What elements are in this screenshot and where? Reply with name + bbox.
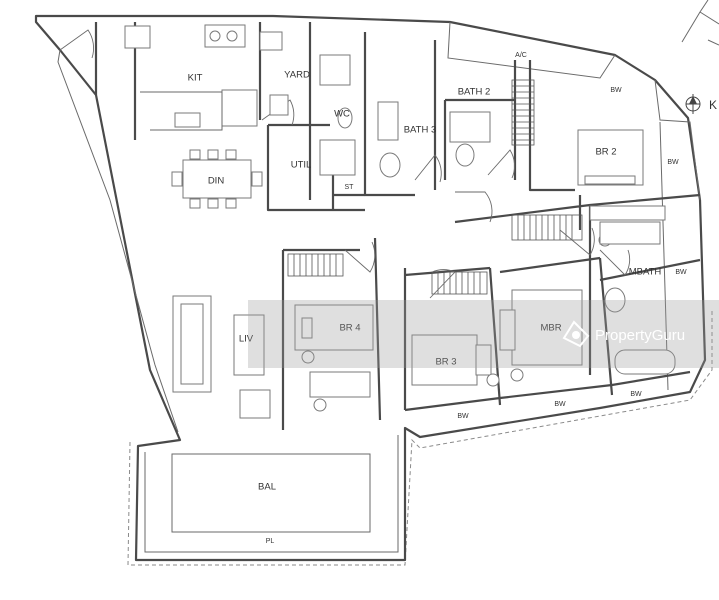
- room-label-yard: YARD: [284, 70, 310, 81]
- bay-window-right-inner: [659, 121, 669, 391]
- room-label-kit: KIT: [188, 73, 203, 84]
- br2-furniture: [577, 129, 666, 247]
- stair-top: [511, 79, 535, 146]
- planter-ledge: [171, 453, 371, 533]
- room-label-br3: BR 3: [435, 357, 456, 368]
- watermark-text: PropertyGuru: [595, 327, 685, 344]
- room-label-util: UTIL: [291, 160, 312, 171]
- bath3-door: [414, 154, 442, 183]
- br3-furniture: [411, 334, 500, 387]
- bath3-fixtures: [377, 101, 401, 178]
- bw-label-mbr: BW: [554, 401, 566, 408]
- inner-exterior-line: [57, 49, 179, 433]
- exterior-wall: [34, 14, 707, 562]
- room-label-ac: A/C: [515, 52, 527, 59]
- br4-furniture: [294, 304, 374, 412]
- site-line-fragment: [681, 0, 719, 46]
- bw-label-br3: BW: [457, 413, 469, 420]
- br3-door: [429, 269, 456, 299]
- room-label-br4: BR 4: [339, 323, 360, 334]
- room-label-st: ST: [345, 184, 355, 191]
- mbath-door: [599, 249, 631, 276]
- dining-table: [171, 149, 263, 209]
- mbath-fixtures: [599, 221, 676, 375]
- br4-door: [344, 241, 376, 273]
- room-label-bath2: BATH 2: [458, 87, 491, 98]
- room-label-mbath: MBATH: [629, 267, 662, 278]
- bw-label-corner: BW: [630, 391, 642, 398]
- north-arrow-icon: [685, 94, 701, 114]
- watermark-band: [248, 300, 719, 368]
- watermark-logo-icon: [562, 320, 590, 348]
- room-label-bal: BAL: [258, 482, 276, 493]
- balcony-inner: [144, 435, 399, 553]
- room-label-br2: BR 2: [595, 147, 616, 158]
- site-boundary: [127, 310, 713, 566]
- room-label-din: DIN: [208, 176, 225, 187]
- corridor-wall: [454, 193, 701, 375]
- stair-br4: [287, 253, 344, 277]
- bw-wall: [404, 370, 691, 412]
- kitchen-fixtures: [124, 24, 258, 131]
- stair-br3: [431, 271, 488, 295]
- room-label-liv: LIV: [239, 334, 254, 345]
- stair-corridor: [511, 214, 583, 241]
- mbr-wall: [499, 256, 701, 396]
- room-label-wc: WC: [334, 109, 350, 120]
- bw-label-br2: BW: [667, 159, 679, 166]
- north-letter: K: [709, 98, 717, 112]
- bw-label-top: BW: [610, 87, 622, 94]
- room-label-pl: PL: [266, 538, 275, 545]
- room-label-mbr: MBR: [540, 323, 561, 334]
- bath2-fixtures: [449, 111, 491, 167]
- bath2-door: [487, 149, 516, 179]
- br4-wall: [281, 237, 407, 430]
- ac-ledge: [447, 21, 616, 79]
- corridor-door: [455, 191, 493, 223]
- room-label-bath3: BATH 3: [404, 125, 437, 136]
- util-door: [261, 99, 295, 126]
- wc-fixtures: [259, 31, 356, 176]
- bw-label-mbath: BW: [675, 269, 687, 276]
- bay-window-right: [654, 79, 701, 201]
- mbr-door: [559, 227, 595, 256]
- util-wall: [266, 123, 365, 212]
- living-furniture: [172, 295, 271, 419]
- entry-door-swing: [59, 29, 94, 59]
